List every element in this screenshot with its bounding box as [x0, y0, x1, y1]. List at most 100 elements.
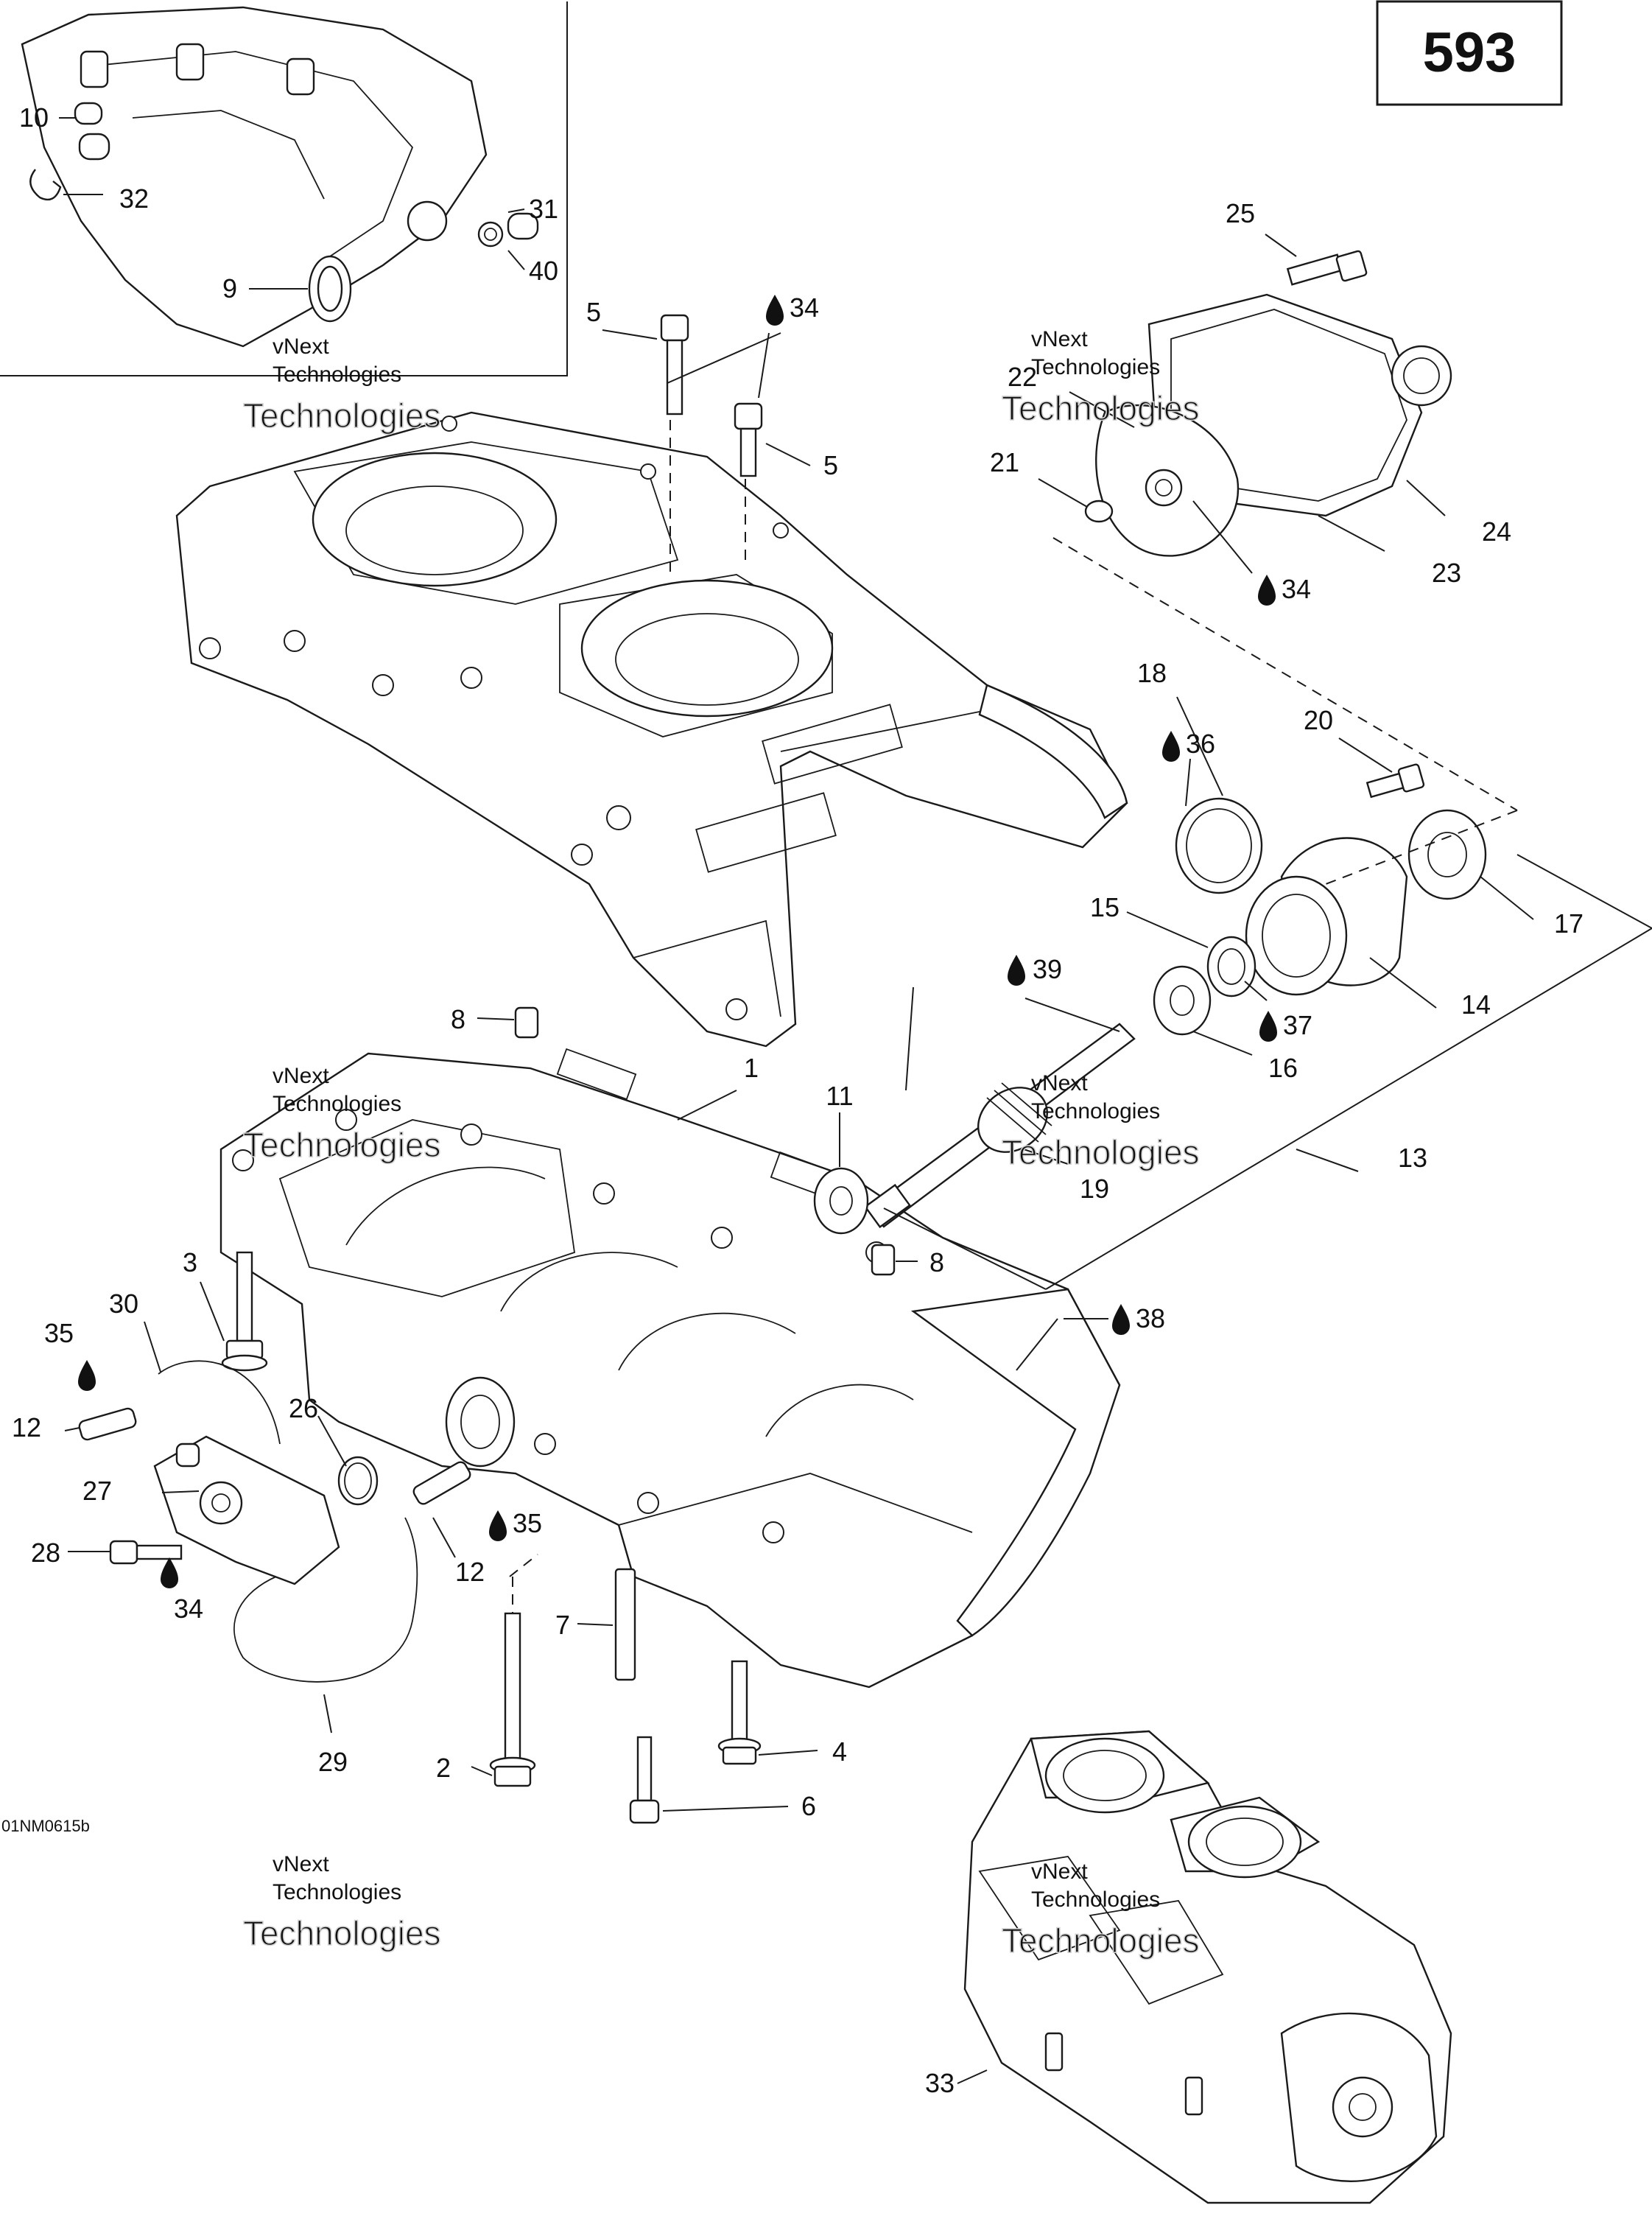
svg-text:37: 37 — [1283, 1010, 1312, 1040]
callout-20: 20 — [1304, 705, 1333, 735]
svg-text:Technologies: Technologies — [1002, 1921, 1200, 1960]
watermarks: vNext Technologies Technologies vNext Te… — [242, 327, 1200, 1960]
svg-text:39: 39 — [1033, 954, 1062, 984]
oil-drop-icon — [1162, 731, 1180, 762]
housing-14 — [1245, 837, 1408, 996]
inset-plug-10 — [74, 102, 110, 161]
oil-line-29-30 — [158, 1360, 418, 1683]
callout-4: 4 — [832, 1736, 847, 1767]
callout-33: 33 — [925, 2068, 955, 2098]
inset-clip-32 — [29, 169, 62, 201]
dowel-pin-8-lower — [871, 1244, 896, 1276]
callout-29: 29 — [318, 1747, 348, 1777]
svg-text:vNext: vNext — [1031, 327, 1088, 351]
svg-text:vNext: vNext — [1031, 1859, 1088, 1884]
callout-38: 38 — [1112, 1303, 1165, 1335]
upper-crankcase — [175, 411, 1128, 1048]
callout-5-upper: 5 — [586, 297, 601, 327]
svg-text:vNext: vNext — [273, 1852, 329, 1876]
callout-16: 16 — [1268, 1053, 1298, 1083]
ball-bearing-16 — [1153, 965, 1212, 1036]
svg-text:35: 35 — [44, 1318, 74, 1348]
fitting-12-left — [78, 1407, 137, 1441]
oil-drop-icon — [1112, 1304, 1130, 1335]
callout-34-lower: 34 — [161, 1557, 203, 1624]
stud-7 — [614, 1568, 636, 1681]
watermark: vNext Technologies Technologies — [1001, 1859, 1200, 1960]
callout-17: 17 — [1554, 908, 1584, 939]
cap-17 — [1407, 809, 1487, 900]
oil-drop-icon — [78, 1360, 96, 1391]
svg-text:Technologies: Technologies — [243, 1126, 441, 1164]
svg-text:38: 38 — [1136, 1303, 1165, 1333]
bolt-25 — [1286, 250, 1368, 286]
screw-6 — [629, 1736, 660, 1824]
dowel-pin-8-upper — [514, 1006, 539, 1039]
bolt-3 — [221, 1251, 268, 1372]
screw-20 — [1365, 763, 1425, 799]
oil-drop-icon — [1258, 575, 1276, 606]
callout-28: 28 — [31, 1538, 60, 1568]
inset-crankcase-fragment — [21, 6, 539, 348]
svg-text:Technologies: Technologies — [243, 396, 441, 435]
callout-25: 25 — [1226, 198, 1255, 228]
svg-text:34: 34 — [1282, 574, 1311, 604]
svg-text:Technologies: Technologies — [1002, 1133, 1200, 1171]
callout-12-right: 12 — [455, 1557, 485, 1587]
oil-pump-27 — [153, 1435, 340, 1585]
callout-19: 19 — [1080, 1174, 1109, 1204]
callout-22: 22 — [1008, 362, 1037, 392]
callout-26: 26 — [289, 1393, 318, 1423]
svg-text:Technologies: Technologies — [273, 1092, 401, 1116]
callout-31: 31 — [529, 194, 558, 224]
callout-labels: 1 2 3 4 5 5 6 7 8 8 9 10 11 12 12 13 14 … — [12, 102, 1584, 2098]
pump-shaft-19 — [864, 1023, 1136, 1229]
callout-35-right: 35 — [489, 1508, 542, 1541]
oil-drop-icon — [766, 295, 784, 326]
oil-drop-icon — [161, 1557, 178, 1588]
bolt-4 — [717, 1660, 762, 1765]
callout-23: 23 — [1432, 558, 1461, 588]
callout-32: 32 — [119, 183, 149, 214]
svg-text:Technologies: Technologies — [273, 1880, 401, 1904]
oil-seal-15 — [1206, 936, 1256, 998]
callout-40: 40 — [529, 256, 558, 286]
callout-6: 6 — [801, 1791, 816, 1821]
callout-34-upper: 34 — [766, 292, 819, 326]
callout-2: 2 — [436, 1753, 451, 1783]
svg-text:vNext: vNext — [1031, 1071, 1088, 1096]
callout-12-left: 12 — [12, 1412, 41, 1442]
leader-lines — [64, 234, 1652, 2084]
watermark: vNext Technologies Technologies — [1001, 1071, 1200, 1172]
callout-5-lower: 5 — [823, 450, 838, 480]
svg-text:35: 35 — [513, 1508, 542, 1538]
callout-8-lower: 8 — [929, 1247, 944, 1277]
callout-9: 9 — [222, 273, 237, 304]
fitting-12-right — [412, 1461, 471, 1505]
watermark: vNext Technologies Technologies — [242, 1064, 441, 1165]
ball-bearing-11 — [813, 1167, 869, 1235]
callout-11: 11 — [826, 1081, 853, 1111]
svg-text:vNext: vNext — [273, 334, 329, 359]
page-number-badge: 593 — [1376, 0, 1563, 106]
watermark: vNext Technologies Technologies — [242, 334, 441, 435]
svg-text:Technologies: Technologies — [243, 1914, 441, 1952]
callout-24: 24 — [1482, 516, 1511, 547]
oil-drop-icon — [1008, 955, 1025, 986]
callout-7: 7 — [555, 1610, 570, 1640]
callout-21: 21 — [990, 447, 1019, 477]
inset-clamp-40 — [477, 221, 504, 248]
callout-39: 39 — [1008, 954, 1062, 986]
oil-drop-icon — [1259, 1011, 1277, 1042]
svg-text:Technologies: Technologies — [1031, 1887, 1160, 1912]
callout-36: 36 — [1162, 729, 1215, 762]
svg-text:34: 34 — [174, 1594, 203, 1624]
callout-34-pump-cover: 34 — [1258, 574, 1311, 606]
svg-text:36: 36 — [1186, 729, 1215, 759]
seal-ring-18 — [1175, 797, 1263, 894]
callout-10: 10 — [19, 102, 49, 133]
watermark: vNext Technologies Technologies — [1001, 327, 1200, 428]
screws-5 — [660, 314, 763, 477]
drawing-code: 01NM0615b — [1, 1817, 90, 1835]
